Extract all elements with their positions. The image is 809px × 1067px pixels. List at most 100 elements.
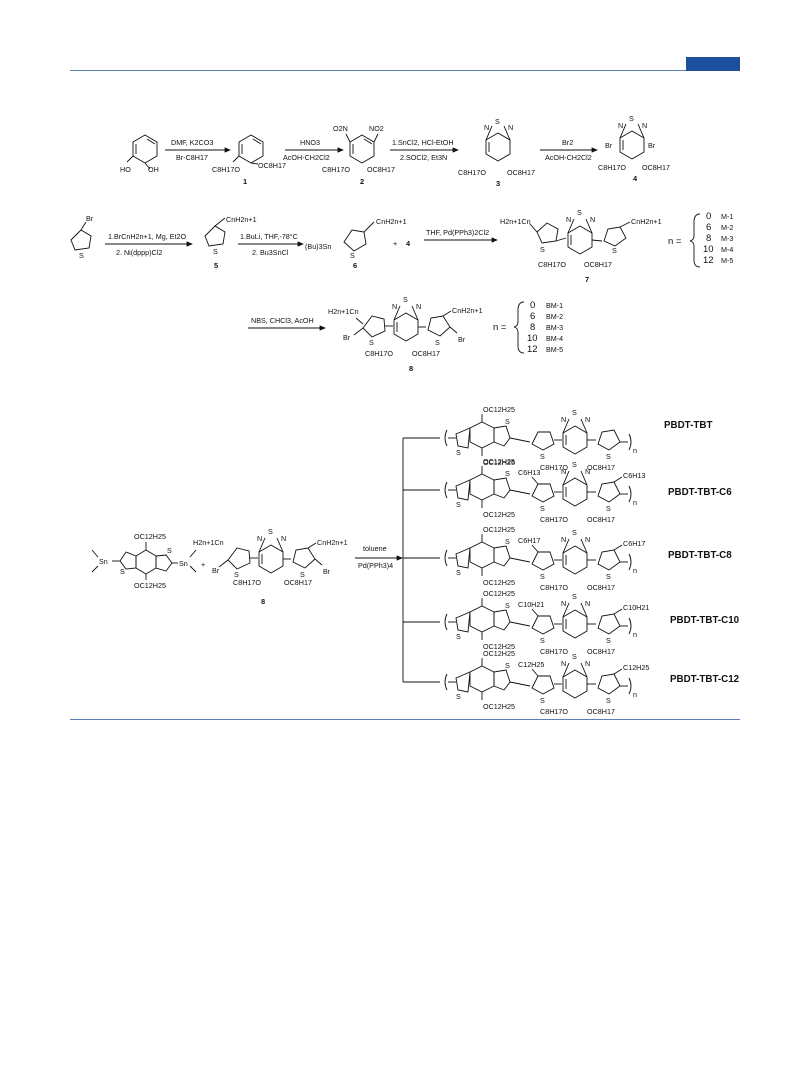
structure-label: OC8H17 bbox=[507, 168, 535, 177]
structure-label: OC12H25 bbox=[483, 649, 515, 658]
structure-label: S bbox=[612, 246, 617, 255]
structure-label: OC12H25 bbox=[483, 642, 515, 651]
structure-label: S bbox=[456, 632, 461, 641]
polymer-name-4: PBDT-TBT-C10 bbox=[670, 615, 740, 626]
structure-label: Sn bbox=[99, 557, 108, 566]
structure-label: OC12H25 bbox=[483, 578, 515, 587]
structure-label: N bbox=[585, 535, 590, 544]
poly-reagent-top: toluene bbox=[363, 544, 387, 553]
structure-label: S bbox=[268, 527, 273, 536]
structure-label: BM-1 bbox=[546, 301, 563, 310]
step8-reagent-top: NBS, CHCl3, AcOH bbox=[251, 316, 314, 325]
structure-label: S bbox=[572, 408, 577, 417]
structure-label: OC8H17 bbox=[284, 578, 312, 587]
structure-label: S bbox=[505, 469, 510, 478]
compound-1-structure: C8H17O OC8H17 1 bbox=[212, 134, 286, 186]
structure-label: CnH2n+1 bbox=[376, 217, 407, 226]
structure-label: Br bbox=[648, 141, 656, 150]
structure-label: OC12H25 bbox=[483, 589, 515, 598]
structure-label: S bbox=[606, 452, 611, 461]
structure-label: C8H17O bbox=[365, 349, 393, 358]
structure-label: N bbox=[416, 302, 421, 311]
structure-label: C8H17O bbox=[598, 163, 626, 172]
polymer-name-2: PBDT-TBT-C6 bbox=[668, 487, 732, 498]
m-series-list: n = 0 6 8 10 12 M-1 M-2 M-3 M-4 M-5 bbox=[668, 211, 733, 268]
compound-7-structure: H2n+1Cn S S N N S CnH2n+1 C8H17O OC8H17 … bbox=[500, 208, 662, 284]
structure-label: S bbox=[572, 652, 577, 661]
structure-label: N bbox=[585, 415, 590, 424]
structure-label: OC12H25 bbox=[483, 510, 515, 519]
structure-label: OC12H25 bbox=[483, 702, 515, 711]
step1-reagent-bottom: Br-C8H17 bbox=[176, 153, 208, 162]
partner-compound: 4 bbox=[406, 239, 411, 248]
structure-label: S bbox=[540, 245, 545, 254]
no2-label: NO2 bbox=[369, 124, 384, 133]
structure-label: S bbox=[213, 247, 218, 256]
structure-label: S bbox=[369, 338, 374, 347]
structure-label: C6H17 bbox=[518, 536, 540, 545]
structure-label: C10H21 bbox=[518, 600, 544, 609]
poly-plus-sign: + bbox=[201, 560, 205, 569]
structure-label: OC8H17 bbox=[367, 165, 395, 174]
structure-label: S bbox=[572, 592, 577, 601]
structure-label: S bbox=[120, 567, 125, 576]
structure-label: OC8H17 bbox=[584, 260, 612, 269]
step6-reagent-top: 1.BuLi, THF,-78°C bbox=[240, 232, 298, 241]
structure-label: Br bbox=[323, 567, 331, 576]
structure-label: BM-4 bbox=[546, 334, 563, 343]
structure-label: 10 bbox=[527, 333, 538, 344]
structure-label: Br bbox=[86, 214, 94, 223]
structure-label: M-4 bbox=[721, 245, 733, 254]
structure-label: OC12H25 bbox=[483, 405, 515, 414]
step3-reagent-bottom: 2.SOCl2, Et3N bbox=[400, 153, 447, 162]
polymer-branch-tree bbox=[402, 437, 440, 683]
s-label: S bbox=[495, 117, 500, 126]
step5-reagent-top: 1.BrCnH2n+1, Mg, Et2O bbox=[108, 232, 187, 241]
footer-rule bbox=[70, 719, 740, 720]
structure-label: OC12H25 bbox=[483, 457, 515, 466]
structure-label: OC12H25 bbox=[483, 525, 515, 534]
compound-8-label: 8 bbox=[409, 364, 413, 373]
step3-reagent-top: 1.SnCl2, HCl-EtOH bbox=[392, 138, 454, 147]
ho-label: HO bbox=[120, 165, 131, 174]
structure-label: C8H17O bbox=[540, 463, 568, 472]
o2n-label: O2N bbox=[333, 124, 348, 133]
structure-label: CnH2n+1 bbox=[317, 538, 348, 547]
compound-7-label: 7 bbox=[585, 275, 589, 284]
oh-label: OH bbox=[148, 165, 159, 174]
structure-label: N bbox=[561, 415, 566, 424]
step4-reagent-bottom: AcOH-CH2Cl2 bbox=[545, 153, 592, 162]
structure-label: CnH2n+1 bbox=[452, 306, 483, 315]
compound-8-structure: H2n+1Cn Br S S N N S CnH2n+1 Br C8H17O O… bbox=[328, 295, 483, 373]
structure-label: Br bbox=[212, 566, 220, 575]
structure-label: n = bbox=[493, 322, 507, 333]
poly-reagent-bottom: Pd(PPh3)4 bbox=[358, 561, 393, 570]
structure-label: M-3 bbox=[721, 234, 733, 243]
structure-label: Sn bbox=[179, 559, 188, 568]
structure-label: C8H17O bbox=[322, 165, 350, 174]
structure-label: n bbox=[633, 690, 637, 699]
structure-label: C6H17 bbox=[623, 539, 645, 548]
structure-label: 12 bbox=[703, 255, 714, 266]
structure-label: N bbox=[561, 659, 566, 668]
structure-label: OC8H17 bbox=[587, 583, 615, 592]
structure-label: N bbox=[561, 535, 566, 544]
structure-label: N bbox=[566, 215, 571, 224]
structure-label: 6 bbox=[706, 222, 711, 233]
structure-label: S bbox=[435, 338, 440, 347]
structure-label: S bbox=[572, 528, 577, 537]
structure-label: S bbox=[456, 448, 461, 457]
structure-label: N bbox=[618, 121, 623, 130]
compound-4-label: 4 bbox=[633, 174, 638, 183]
compound-4-structure: S N N Br Br C8H17O OC8H17 4 bbox=[598, 114, 670, 183]
compound-8-copy-label: 8 bbox=[261, 597, 265, 606]
structure-label: S bbox=[577, 208, 582, 217]
structure-label: N bbox=[257, 534, 262, 543]
structure-label: S bbox=[505, 537, 510, 546]
structure-label: S bbox=[540, 504, 545, 513]
structure-label: C12H25 bbox=[518, 660, 544, 669]
